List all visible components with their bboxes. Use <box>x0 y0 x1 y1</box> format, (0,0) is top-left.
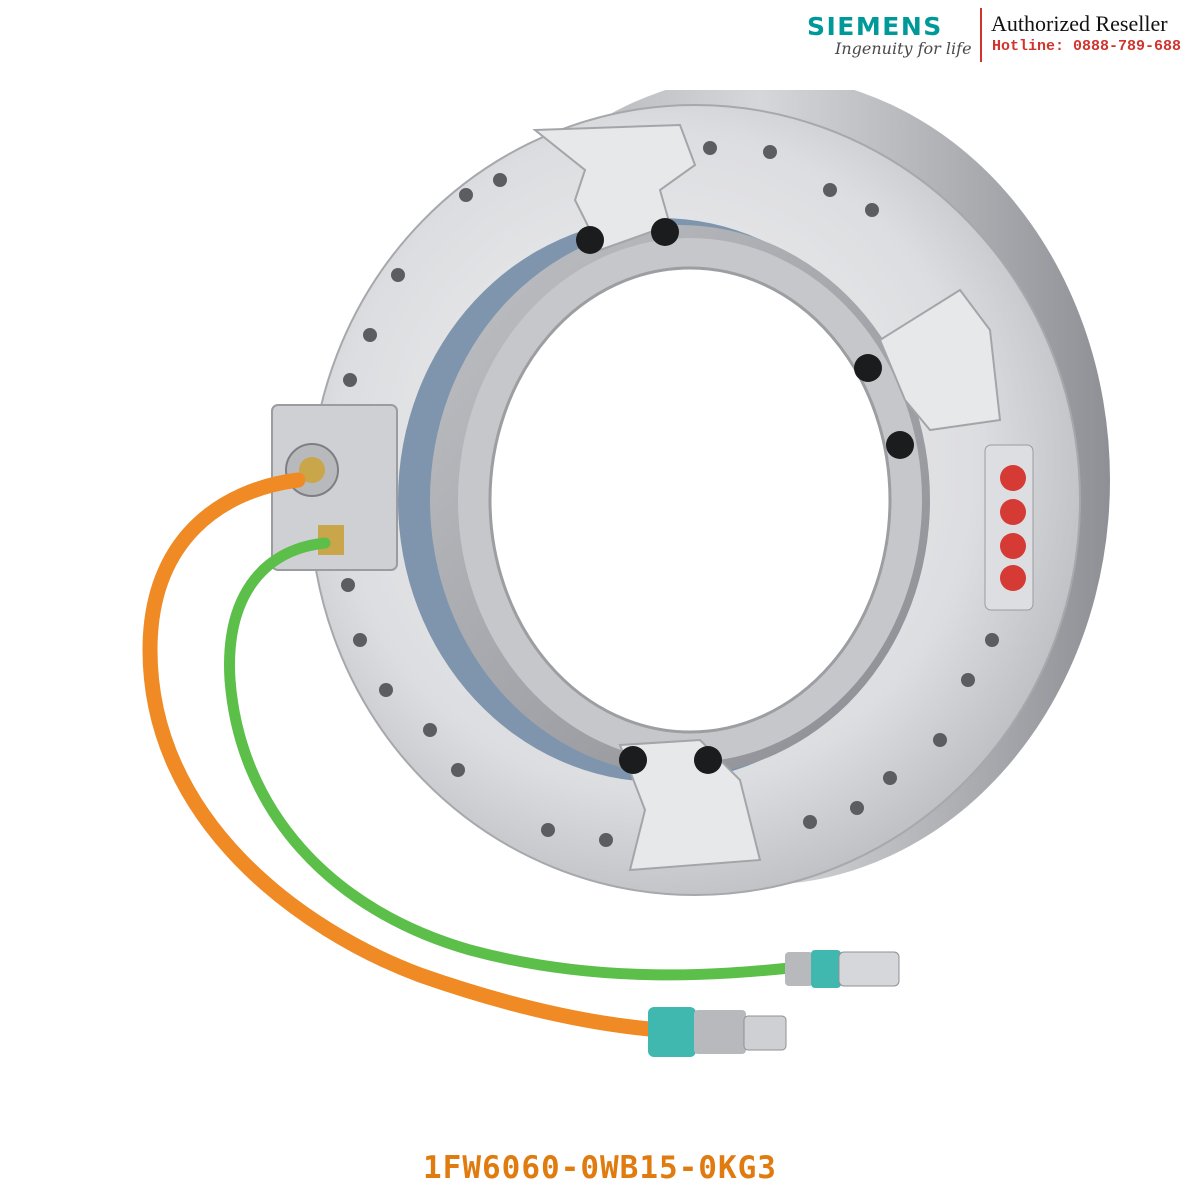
power-cable <box>142 472 787 1057</box>
brand-tagline: Ingenuity for life <box>835 39 972 58</box>
siemens-logo: SIEMENS <box>807 12 943 41</box>
signal-cable <box>224 537 900 988</box>
brand-header: SIEMENS Ingenuity for life Authorized Re… <box>800 6 1200 64</box>
product-photo <box>142 90 1110 1057</box>
hotline-text: Hotline: 0888-789-688 <box>992 38 1182 55</box>
reseller-title: Authorized Reseller <box>991 11 1168 36</box>
motor-ring <box>271 90 1110 896</box>
part-number: 1FW6060-0WB15-0KG3 <box>423 1150 777 1186</box>
brand-divider <box>980 8 982 62</box>
